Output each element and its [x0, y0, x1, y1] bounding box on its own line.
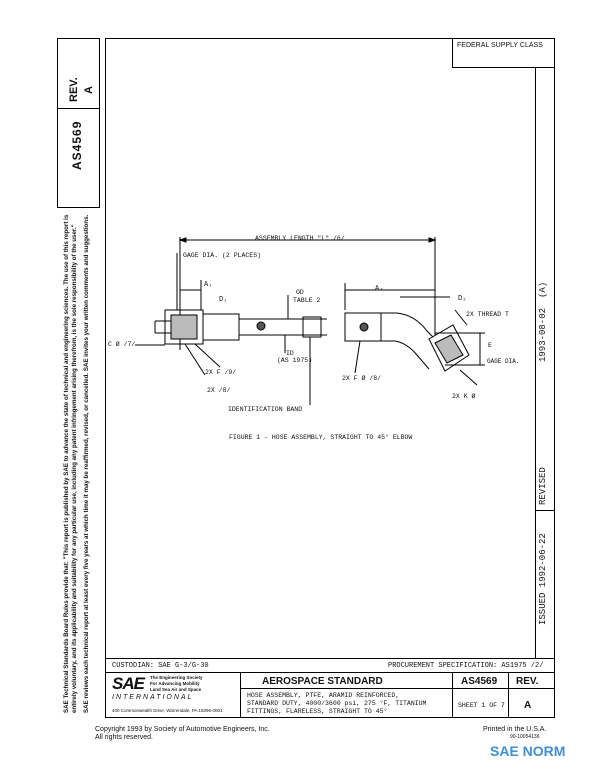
title-block-col-num [452, 672, 453, 718]
label-identification-band: IDENTIFICATION BAND [228, 406, 303, 413]
sae-tagline-1: The Engineering Society [150, 675, 203, 680]
fsc-label: FEDERAL SUPPLY CLASS [457, 42, 543, 49]
label-d2: D₂ [458, 295, 467, 303]
title-doc-number: AS4569 [461, 676, 498, 687]
title-block-col-rev [508, 672, 509, 718]
title-desc-1: HOSE ASSEMBLY, PTFE, ARAMID REINFORCED, [247, 692, 400, 699]
label-k: 2X K Ø [452, 393, 476, 400]
title-rev-label: REV. [516, 676, 539, 687]
side-doc-box [57, 38, 100, 208]
title-rev-value: A [524, 700, 532, 711]
label-g8: 2X /8/ [207, 387, 231, 394]
sae-norm-watermark: SAE NORM [490, 743, 566, 759]
issued-label: ISSUED 1992-06-22 [538, 533, 548, 625]
sae-international: INTERNATIONAL [112, 694, 194, 701]
label-d1: D₁ [219, 296, 228, 304]
main-frame [105, 38, 555, 718]
aerospace-standard: AEROSPACE STANDARD [262, 676, 383, 687]
side-divider [57, 108, 100, 109]
side-doc-number: AS4569 [70, 120, 84, 170]
label-h: 2X F Ø /8/ [342, 375, 382, 382]
label-a1: A₁ [204, 281, 213, 289]
hose-assembly-drawing [135, 237, 485, 405]
right-column-line [535, 68, 536, 658]
date-revised-rev: (A) [538, 281, 548, 298]
rights-reserved: All rights reserved. [95, 734, 153, 741]
label-a2: A₂ [375, 285, 384, 293]
title-block-top-line [105, 658, 555, 659]
title-desc-2: STANDARD DUTY, 4000/3600 psi, 275 °F, TI… [247, 700, 427, 707]
sae-tagline-2: For Advancing Mobility [150, 681, 200, 686]
label-as1975: (AS 1975) [277, 357, 313, 364]
label-thread: 2X THREAD T [466, 311, 509, 318]
copyright: Copyright 1993 by Society of Automotive … [95, 726, 270, 733]
revised-label: REVISED [538, 467, 548, 505]
label-id: ID [286, 350, 294, 357]
sae-address: 400 Commonwealth Drive, Warrendale, PA 1… [112, 708, 223, 713]
label-f9: 2X F /9/ [205, 369, 237, 376]
sae-tagline-3: Land Sea Air and Space [150, 687, 202, 692]
printed-in: Printed in the U.S.A. [483, 726, 547, 733]
label-c-dia: C Ø /7/ [108, 341, 136, 348]
label-od: OD [296, 289, 304, 296]
title-block-row-line [105, 672, 555, 673]
label-e: E [488, 342, 492, 349]
title-block-mid-line [240, 688, 555, 689]
side-legal-2: entirely voluntary, and its applicabilit… [71, 224, 78, 713]
fsc-box [452, 38, 555, 68]
custodian: CUSTODIAN: SAE G-3/G-30 [112, 662, 209, 670]
side-rev-label: REV. [68, 77, 80, 102]
revised-divider [535, 510, 555, 511]
label-assembly-length: ASSEMBLY LENGTH "L" /6/ [255, 235, 345, 242]
procurement-spec: PROCUREMENT SPECIFICATION: AS1975 /2/ [388, 662, 544, 670]
side-legal-1: SAE Technical Standards Board Rules prov… [63, 214, 70, 713]
date-revised: 1993-08-02 [538, 307, 548, 362]
sae-logo: SAE [112, 674, 145, 693]
title-desc-3: FITTINGS, FLARELESS, STRAIGHT TO 45° [247, 708, 388, 715]
label-table2: TABLE 2 [293, 297, 321, 304]
footer-code: 90-10054136 [510, 734, 540, 740]
side-legal-3: SAE reviews each technical report at lea… [83, 214, 90, 713]
figure-caption: FIGURE 1 - HOSE ASSEMBLY, STRAIGHT TO 45… [229, 434, 413, 441]
title-block-col-logo [240, 672, 241, 718]
title-sheet: SHEET 1 OF 7 [458, 702, 505, 709]
label-gage-dia: GAGE DIA. [487, 358, 520, 365]
label-gage-dia-places: GAGE DIA. (2 PLACES) [183, 252, 262, 259]
side-rev-value: A [83, 86, 95, 94]
